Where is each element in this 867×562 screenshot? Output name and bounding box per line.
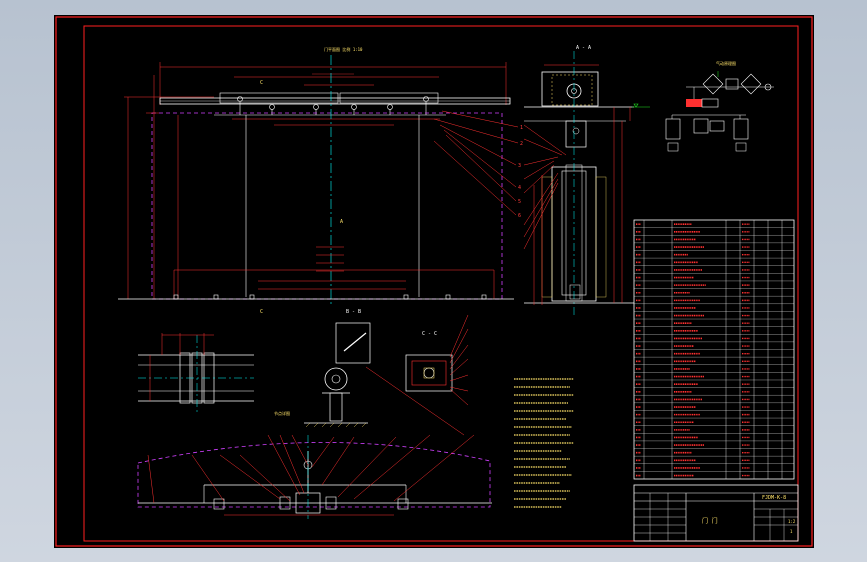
svg-text:6: 6	[518, 213, 521, 219]
svg-text:C: C	[260, 80, 263, 86]
front-elevation-view: 1 2 3 4 5 6 门平面图 比例 1:10 C A C	[118, 46, 523, 315]
section-c-label: C - C	[422, 331, 437, 337]
svg-text:4: 4	[518, 185, 521, 191]
svg-text:2: 2	[520, 141, 523, 147]
sheet-inner-border	[83, 25, 799, 542]
title-name: 门 门	[702, 517, 718, 525]
svg-text:气动原理图: 气动原理图	[716, 60, 736, 66]
cad-drawing: 1 2 3 4 5 6 门平面图 比例 1:10 C A C A - A	[55, 16, 813, 547]
svg-text:5: 5	[518, 199, 521, 205]
sheet-outer-border	[55, 16, 813, 547]
section-b-label: B - B	[346, 309, 361, 315]
svg-text:C: C	[260, 309, 263, 315]
title-block: FJDM-K-8 门 门 1:2 1	[633, 484, 799, 542]
section-a-label: A - A	[576, 45, 591, 51]
bottom-arch-view	[137, 434, 492, 519]
technical-notes	[514, 378, 574, 508]
drawing-sheet: 1 2 3 4 5 6 门平面图 比例 1:10 C A C A - A	[54, 15, 814, 548]
pneumatic-schematic: 气动原理图	[665, 60, 774, 152]
svg-text:3: 3	[518, 163, 521, 169]
pivot-arm-detail: B - B	[304, 309, 465, 436]
svg-text:节点详图: 节点详图	[274, 410, 290, 416]
title-sheet-no: 1	[790, 529, 793, 534]
guide-block-detail: C - C	[405, 314, 469, 406]
side-section-view: A - A	[523, 45, 650, 315]
title-code: FJDM-K-8	[762, 495, 786, 501]
track-joint-detail: 节点详图	[138, 333, 290, 416]
parts-list-table	[633, 219, 795, 480]
svg-text:1: 1	[520, 125, 523, 131]
title-scale: 1:2	[788, 519, 796, 524]
svg-text:A: A	[340, 219, 343, 225]
svg-text:门平面图 比例 1:10: 门平面图 比例 1:10	[324, 46, 363, 52]
